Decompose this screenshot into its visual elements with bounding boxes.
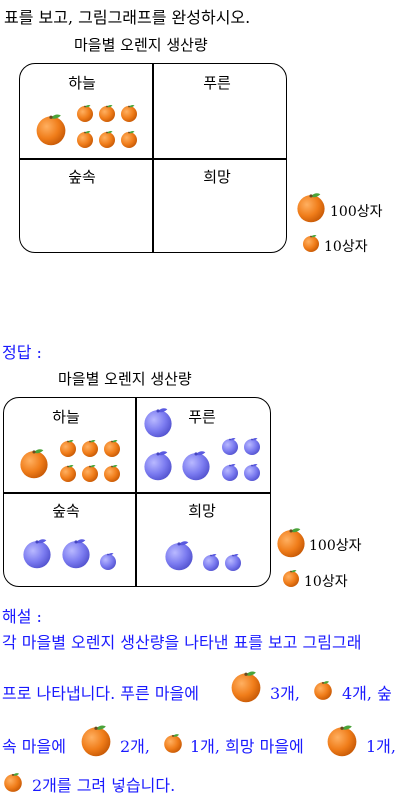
orange-small-icon bbox=[97, 129, 117, 149]
orange-big-icon bbox=[324, 722, 360, 758]
explanation-line-2-a: 프로 나타냅니다. 푸른 마을에 bbox=[2, 684, 199, 703]
blue-small-icon bbox=[223, 552, 243, 572]
instruction-text: 표를 보고, 그림그래프를 완성하시오. bbox=[4, 8, 251, 27]
village-label-huimang: 희망 bbox=[188, 502, 216, 520]
orange-small-icon bbox=[75, 129, 95, 149]
village-label-huimang: 희망 bbox=[203, 168, 231, 186]
orange-big-icon bbox=[17, 446, 51, 480]
blue-big-icon bbox=[162, 538, 196, 572]
legend-big-orange-icon bbox=[274, 525, 308, 559]
legend-big-orange-icon bbox=[294, 190, 328, 224]
blue-small-icon bbox=[220, 436, 240, 456]
orange-small-icon bbox=[102, 463, 122, 483]
orange-small-icon bbox=[97, 103, 117, 123]
blue-big-icon bbox=[141, 448, 175, 482]
blue-small-icon bbox=[98, 551, 118, 571]
orange-small-icon bbox=[162, 732, 184, 754]
village-label-pureun: 푸른 bbox=[188, 408, 216, 426]
graph-title: 마을별 오렌지 생산량 bbox=[74, 36, 208, 54]
orange-small-icon bbox=[312, 679, 334, 701]
answer-graph-title: 마을별 오렌지 생산량 bbox=[58, 370, 192, 388]
blue-big-icon bbox=[141, 405, 175, 439]
legend-small-label: 10상자 bbox=[324, 239, 368, 255]
orange-small-icon bbox=[102, 438, 122, 458]
blue-big-icon bbox=[59, 536, 93, 570]
village-label-pureun: 푸른 bbox=[203, 74, 231, 92]
legend-small-orange-icon bbox=[281, 568, 301, 588]
orange-small-icon bbox=[58, 438, 78, 458]
blue-small-icon bbox=[242, 436, 262, 456]
explanation-line-3-c: 1개, 희망 마을에 bbox=[190, 737, 304, 756]
blue-big-icon bbox=[20, 536, 54, 570]
orange-small-icon bbox=[75, 103, 95, 123]
explanation-line-1: 각 마을별 오렌지 생산량을 나타낸 표를 보고 그림그래 bbox=[2, 633, 362, 652]
explanation-line-3-b: 2개, bbox=[120, 737, 150, 756]
picture-graph-answer: 하늘 푸른 숲속 희망 bbox=[3, 397, 271, 587]
orange-small-icon bbox=[80, 463, 100, 483]
orange-big-icon bbox=[33, 111, 69, 147]
orange-small-icon bbox=[58, 463, 78, 483]
orange-small-icon bbox=[119, 103, 139, 123]
explanation-line-3-d: 1개, bbox=[366, 737, 396, 756]
explanation-line-2-b: 3개, bbox=[270, 684, 300, 703]
orange-small-icon bbox=[119, 129, 139, 149]
village-label-haneul: 하늘 bbox=[52, 408, 80, 426]
picture-graph-question: 하늘 푸른 숲속 희망 bbox=[19, 63, 287, 253]
legend-big-label: 100상자 bbox=[309, 538, 362, 554]
village-label-supsok: 숲속 bbox=[52, 502, 80, 520]
blue-small-icon bbox=[242, 462, 262, 482]
explanation-line-3-a: 속 마을에 bbox=[2, 737, 66, 756]
blue-small-icon bbox=[220, 462, 240, 482]
blue-small-icon bbox=[201, 552, 221, 572]
orange-small-icon bbox=[2, 771, 24, 793]
orange-big-icon bbox=[78, 722, 114, 758]
legend-small-label: 10상자 bbox=[304, 574, 348, 590]
legend-small-orange-icon bbox=[301, 233, 321, 253]
explanation-line-2-c: 4개, 숲 bbox=[342, 684, 392, 703]
village-label-supsok: 숲속 bbox=[68, 168, 96, 186]
orange-small-icon bbox=[80, 438, 100, 458]
explanation-line-4: 2개를 그려 넣습니다. bbox=[32, 776, 176, 795]
explanation-heading: 해설 : bbox=[2, 607, 42, 626]
orange-big-icon bbox=[228, 668, 264, 704]
village-label-haneul: 하늘 bbox=[68, 74, 96, 92]
blue-big-icon bbox=[179, 448, 213, 482]
answer-heading: 정답 : bbox=[2, 343, 42, 362]
legend-big-label: 100상자 bbox=[330, 204, 383, 220]
